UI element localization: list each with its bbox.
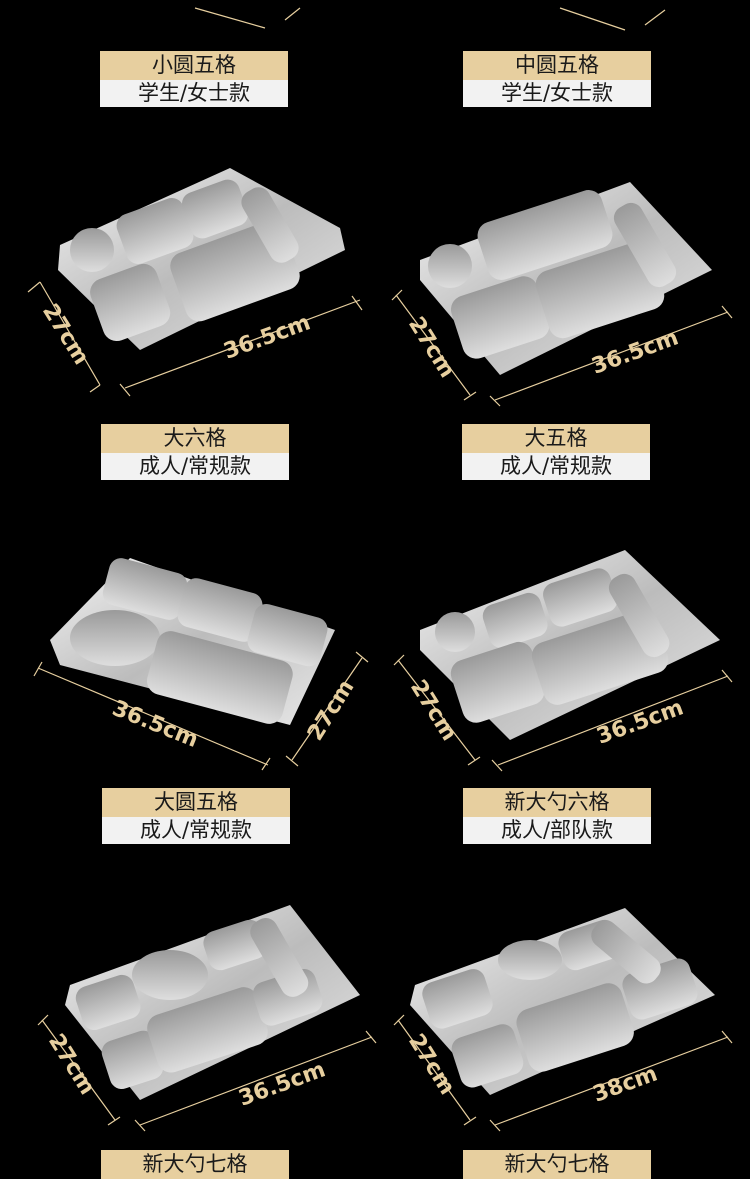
tray-1-image xyxy=(58,168,345,350)
tray-usage: 成人/常规款 xyxy=(101,453,289,480)
tray-name: 小圆五格 xyxy=(100,51,288,80)
tray-6-image xyxy=(410,908,715,1095)
tray-label-1: 小圆五格 学生/女士款 xyxy=(100,51,288,107)
tray-label-6: 新大勺六格 成人/部队款 xyxy=(463,788,651,844)
tray-3-image xyxy=(50,558,335,725)
tray-name: 大五格 xyxy=(462,424,650,453)
tray-usage: 成人/常规款 xyxy=(462,453,650,480)
tray-name: 新大勺七格 xyxy=(101,1150,289,1179)
tray-label-2: 中圆五格 学生/女士款 xyxy=(463,51,651,107)
tray-name: 新大勺六格 xyxy=(463,788,651,817)
tray-label-4: 大五格 成人/常规款 xyxy=(462,424,650,480)
tray-label-3: 大六格 成人/常规款 xyxy=(101,424,289,480)
tray-usage: 学生/女士款 xyxy=(463,80,651,107)
tray-name: 新大勺七格 xyxy=(463,1150,651,1179)
tray-usage: 成人/常规款 xyxy=(102,817,290,844)
tray-usage: 学生/女士款 xyxy=(100,80,288,107)
tray-5-image xyxy=(65,905,360,1100)
tray-usage: 成人/部队款 xyxy=(463,817,651,844)
tray-label-7: 新大勺七格 xyxy=(101,1150,289,1179)
tray-label-5: 大圆五格 成人/常规款 xyxy=(102,788,290,844)
tray-name: 中圆五格 xyxy=(463,51,651,80)
tray-name: 大圆五格 xyxy=(102,788,290,817)
tray-4-image xyxy=(420,550,720,740)
tray-label-8: 新大勺七格 xyxy=(463,1150,651,1179)
tray-2-image xyxy=(420,182,712,375)
tray-name: 大六格 xyxy=(101,424,289,453)
